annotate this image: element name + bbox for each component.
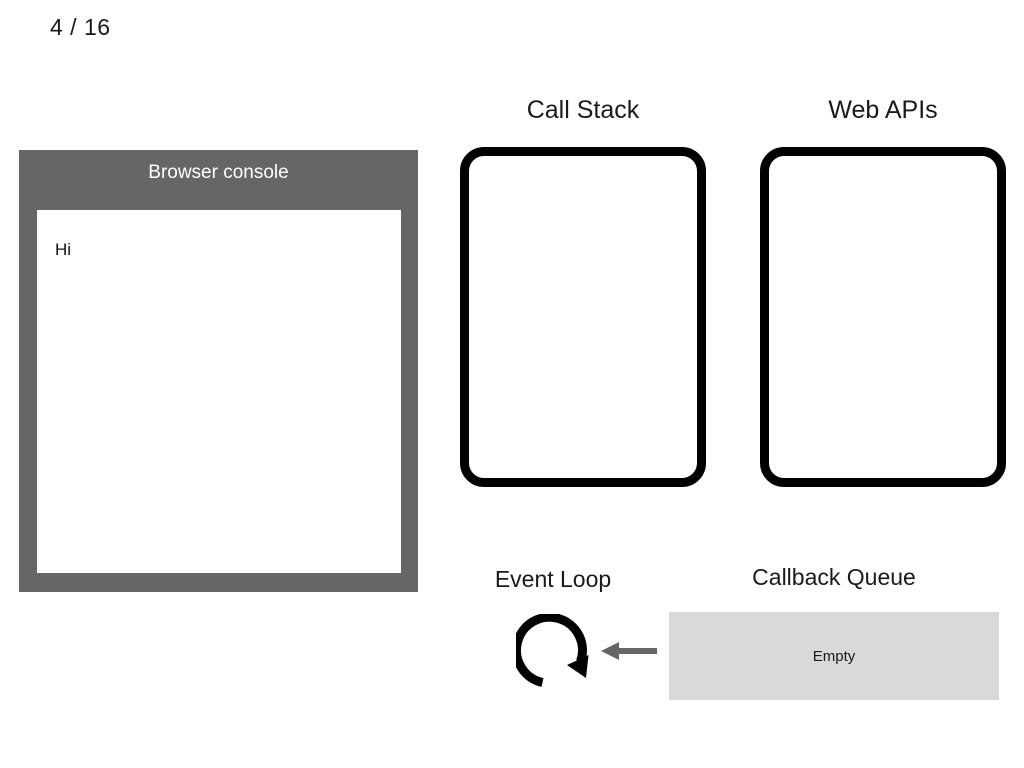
circular-arrow-icon: [516, 614, 589, 687]
call-stack-box: [460, 147, 706, 487]
callback-queue-box: Empty: [669, 612, 999, 700]
call-stack-heading: Call Stack: [526, 96, 640, 124]
callback-queue-heading: Callback Queue: [752, 564, 916, 590]
web-apis-heading: Web APIs: [828, 96, 938, 124]
event-loop-heading: Event Loop: [494, 566, 612, 592]
web-apis-items: [769, 156, 997, 478]
call-stack-items: [469, 156, 697, 478]
browser-console-title: Browser console: [148, 162, 289, 183]
console-log-line: Hi: [55, 240, 72, 259]
slide-counter: 4 / 16: [50, 14, 111, 40]
arrow-left-icon: [601, 642, 657, 660]
browser-console-panel: Browser console Hi: [19, 150, 418, 592]
callback-queue-empty-label: Empty: [812, 647, 856, 665]
browser-console-output: Hi: [37, 210, 401, 573]
web-apis-box: [760, 147, 1006, 487]
